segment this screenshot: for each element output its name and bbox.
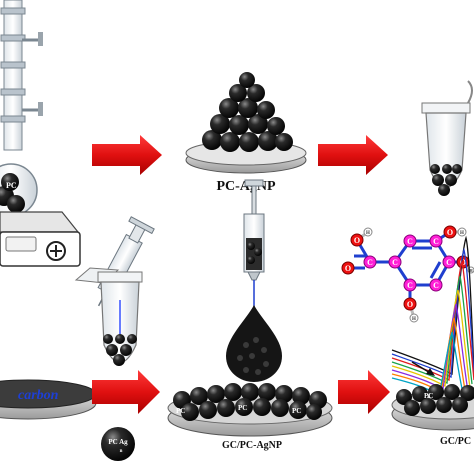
arrow-step-4 xyxy=(338,370,390,414)
gc-pc-agnp-label: GC/PC-AgNP xyxy=(222,440,282,451)
droplet-icon xyxy=(226,305,282,382)
atom-c-3: C xyxy=(433,237,439,246)
atom-h-4: H xyxy=(412,317,416,322)
arrow-step-2 xyxy=(318,135,388,175)
hot-plate-stirrer-icon xyxy=(0,211,81,267)
electrode-disc-icon: PC xyxy=(391,384,474,431)
atom-c-6: C xyxy=(407,281,413,290)
atom-o-4: O xyxy=(460,258,466,267)
electrode-pc-label-2: PC xyxy=(238,404,247,412)
pc-ag-subscript: n xyxy=(120,449,123,454)
pc-agnp-pile xyxy=(202,72,293,152)
atom-c-carboxyl: C xyxy=(367,258,373,267)
atom-h-2: H xyxy=(460,231,464,236)
round-bottom-flask-icon: PC xyxy=(0,163,38,217)
pc-ag-label: PC Ag xyxy=(108,438,128,446)
flask-pc-label: PC xyxy=(6,181,17,190)
atom-o-5: O xyxy=(407,300,413,309)
carbon-dish: carbon xyxy=(0,379,97,420)
atom-o-2: O xyxy=(345,264,351,273)
atom-c-1: C xyxy=(392,258,398,267)
electrode-disc-icon: PC PC PC xyxy=(167,383,333,437)
arrow-step-1 xyxy=(92,135,162,175)
arrow-step-3 xyxy=(92,370,160,414)
microtube-icon xyxy=(421,80,473,196)
electrode-right-pc-label: PC xyxy=(424,392,433,400)
electrode-pc-label-1: PC xyxy=(176,407,185,415)
atom-h-1: H xyxy=(366,231,370,236)
reflux-condenser-icon xyxy=(0,0,43,151)
voltammogram-curves-icon xyxy=(391,235,474,399)
microtube-icon xyxy=(74,267,143,366)
scan-direction-arrow-icon xyxy=(411,361,435,376)
atom-c-4: C xyxy=(446,258,452,267)
molecule-structure: O O C C C C C C C O O O H H H H xyxy=(341,225,474,323)
atom-o-1: O xyxy=(354,236,360,245)
carbon-label: carbon xyxy=(18,388,59,403)
electrode-pc-label-3: PC xyxy=(292,407,301,415)
atom-h-3: H xyxy=(469,268,473,273)
pc-ag-particle: PC Ag n xyxy=(101,427,135,461)
atom-c-2: C xyxy=(407,237,413,246)
atom-o-3: O xyxy=(447,228,453,237)
gc-pc-right-label: GC/PC xyxy=(440,436,471,447)
syringe-icon xyxy=(243,179,265,308)
atom-c-5: C xyxy=(433,281,439,290)
